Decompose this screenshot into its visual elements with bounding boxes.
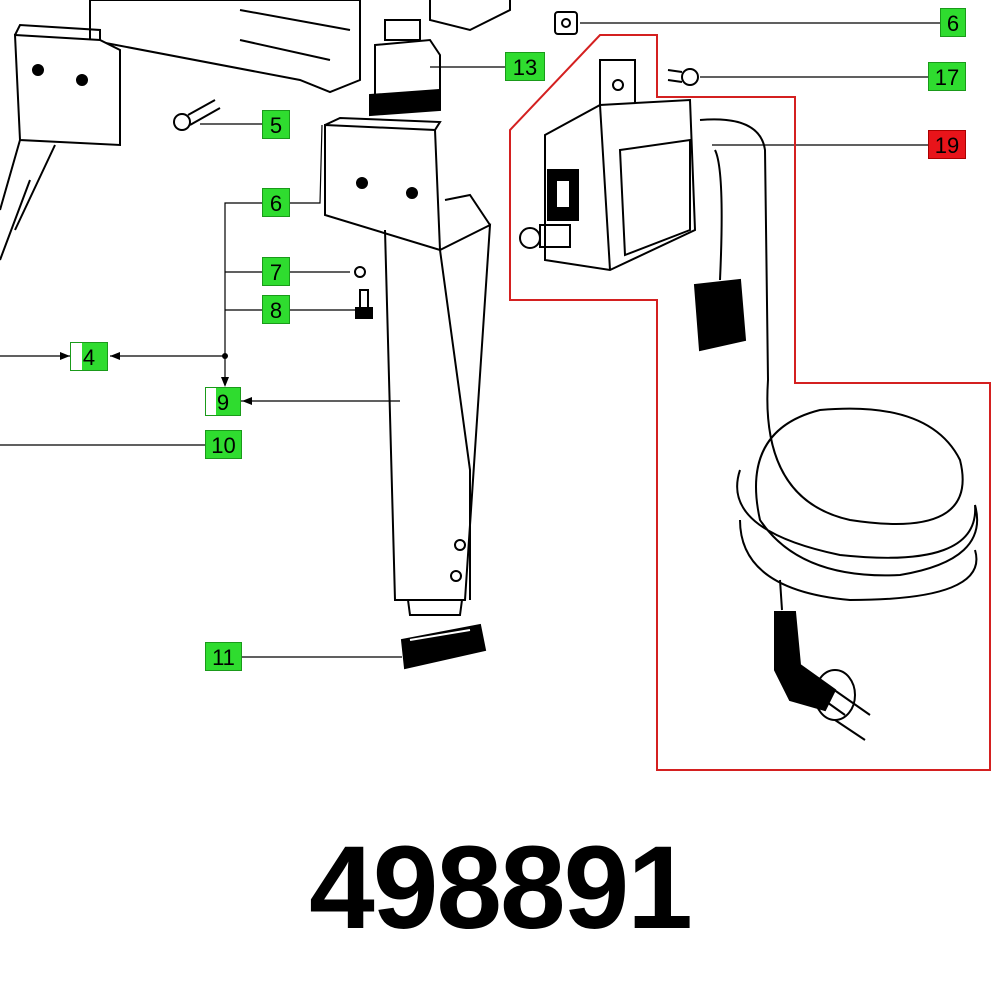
part-13 xyxy=(369,19,441,117)
screw-17 xyxy=(667,68,699,86)
callout-17: 17 xyxy=(928,62,966,91)
nut-6 xyxy=(554,11,578,35)
callout-19: 19 xyxy=(928,130,966,159)
screw-8 xyxy=(355,289,373,319)
leader-lines xyxy=(0,22,940,658)
callout-11: 11 xyxy=(205,642,242,671)
callout-4: 4 xyxy=(70,342,108,371)
arrowheads xyxy=(60,352,252,405)
highlight-outline xyxy=(509,34,991,771)
washer-7 xyxy=(354,266,366,278)
foot-11 xyxy=(400,623,487,670)
left-bracket xyxy=(0,23,121,261)
callout-5: 5 xyxy=(262,110,290,139)
callout-9: 9 xyxy=(205,387,241,416)
callout-7: 7 xyxy=(262,257,290,286)
switch-assembly-19 xyxy=(519,59,979,741)
top-rail xyxy=(89,0,511,94)
callout-13: 13 xyxy=(505,52,545,81)
callout-10: 10 xyxy=(205,430,242,459)
part-number: 498891 xyxy=(309,822,693,954)
leg xyxy=(324,116,492,616)
callout-8: 8 xyxy=(262,295,290,324)
callout-6-nut: 6 xyxy=(940,8,966,37)
callout-6-bracket: 6 xyxy=(262,188,290,217)
screw-5 xyxy=(173,99,221,131)
